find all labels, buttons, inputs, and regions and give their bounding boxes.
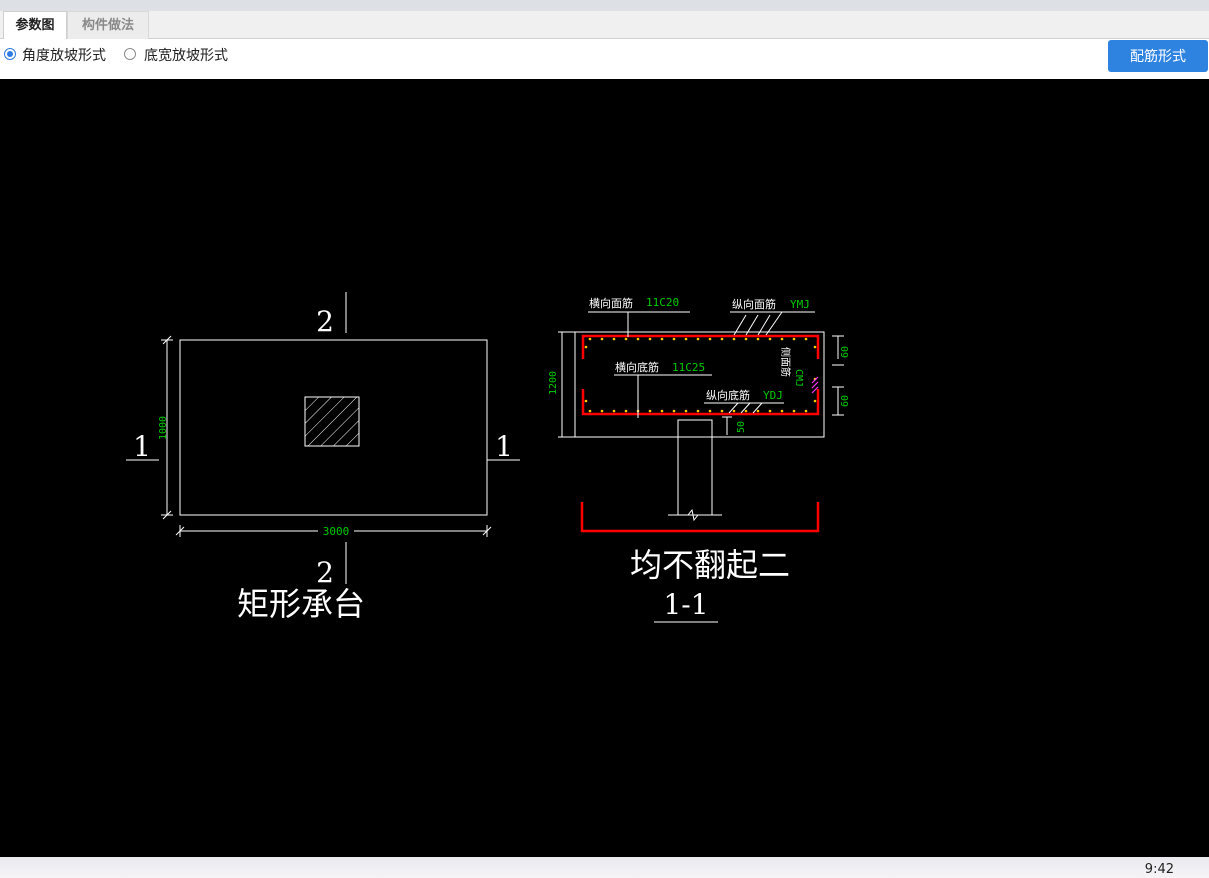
anchor-dim: 50 [736,421,747,433]
plan-width-dim: 3000 [323,525,350,538]
option-bar: 角度放坡形式 底宽放坡形式 配筋形式 [0,39,1209,79]
window-top-strip [0,0,1209,11]
side-rebar-label: 侧面筋 [779,347,792,377]
longitudinal-bottom-label: 纵向底筋 [706,388,750,402]
bottom-bracket [580,502,820,533]
tab-component-method[interactable]: 构件做法 [67,11,149,39]
transverse-bottom-value: 11C25 [672,361,705,374]
cover-top-dim: 60 [840,346,851,358]
top-rebar-dots [588,337,808,341]
section-mark-2-top: 2 [316,305,334,338]
section-view: 横向面筋 11C20 纵向面筋 YMJ 横向底筋 11C25 纵向底筋 YDJ … [548,296,851,623]
rebar-form-button[interactable]: 配筋形式 [1108,40,1208,72]
taskbar: 9:42 [0,857,1209,878]
width-slope-label[interactable]: 底宽放坡形式 [144,48,228,64]
tab-bar: 参数图 构件做法 [0,11,1209,39]
transverse-top-value: 11C20 [646,296,679,309]
section-height-dim: 1200 [548,371,559,395]
taskbar-clock: 9:42 [1144,862,1174,877]
cover-bottom-dim: 60 [840,395,851,407]
width-slope-radio[interactable] [124,48,136,60]
column-stub [677,419,713,522]
longitudinal-bottom-value: YDJ [763,389,783,402]
section-mark-2-bottom: 2 [316,556,334,589]
rebar-cage [581,334,820,359]
bottom-rebar-dots [588,409,808,413]
angle-slope-label[interactable]: 角度放坡形式 [22,48,106,64]
longitudinal-top-label: 纵向面筋 [732,297,776,311]
section-title: 均不翻起二 [630,546,790,584]
column-hatch [304,396,360,447]
angle-slope-radio[interactable] [4,48,16,60]
transverse-top-label: 横向面筋 [589,296,633,310]
section-mark-1-right: 1 [495,430,513,463]
tab-param-diagram[interactable]: 参数图 [3,11,67,39]
plan-view: 2 2 1 1 1000 3000 矩形承台 [126,292,520,623]
section-outline [574,331,825,438]
side-rebar-value: CMJ [793,369,804,387]
transverse-bottom-label: 横向底筋 [615,360,659,374]
plan-outline [179,339,488,516]
drawing-canvas: 2 2 1 1 1000 3000 矩形承台 [0,79,1209,857]
section-name: 1-1 [663,588,708,621]
longitudinal-top-value: YMJ [790,298,810,311]
plan-height-dim: 1000 [158,416,169,440]
side-rebar-ticks [811,376,819,394]
section-mark-1-left: 1 [133,430,151,463]
plan-title: 矩形承台 [237,585,365,623]
